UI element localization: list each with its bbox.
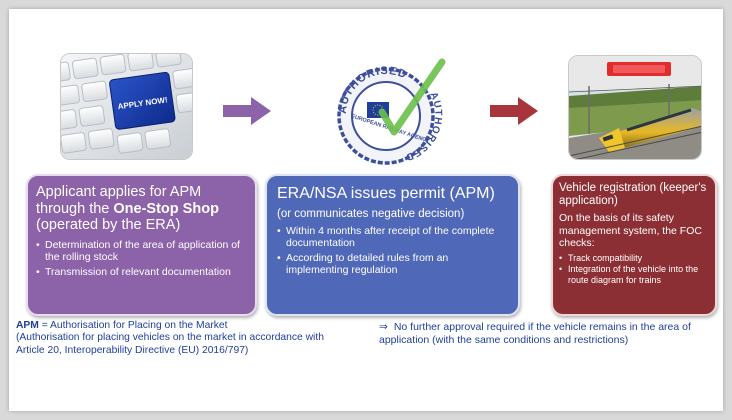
arrow-right-icon — [490, 97, 538, 125]
permit-step-bullets: Within 4 months after receipt of the com… — [277, 225, 513, 277]
apm-detail: (Authorisation for placing vehicles on t… — [16, 332, 324, 356]
checkmark-icon — [378, 58, 446, 136]
applicant-step-title: Applicant applies for APM through the On… — [36, 184, 219, 233]
registration-step-text: On the basis of its safety management sy… — [559, 212, 702, 249]
no-further-approval-note: ⇒No further approval required if the veh… — [379, 321, 719, 347]
registration-step-box: Vehicle registration (keeper's applicati… — [551, 174, 717, 316]
list-item: Integration of the vehicle into the rout… — [559, 264, 711, 285]
train-image — [568, 55, 702, 160]
keyboard-image: APPLY NOW! — [60, 53, 193, 160]
registration-step-title: Vehicle registration (keeper's applicati… — [559, 182, 707, 207]
authorised-stamp-image: AUTHORISED AUTHORISED EUROPEAN RAILWAY A… — [330, 54, 448, 166]
permit-step-subtitle: (or communicates negative decision) — [277, 208, 465, 220]
list-item: Determination of the area of application… — [36, 239, 250, 264]
list-item: Within 4 months after receipt of the com… — [277, 225, 513, 250]
arrow-right-icon — [223, 97, 271, 125]
slide: APPLY NOW! AUTHORISED AUTHORISED EUROPEA… — [9, 9, 723, 411]
implies-arrow-icon: ⇒ — [379, 321, 388, 333]
applicant-step-bullets: Determination of the area of application… — [36, 239, 250, 279]
one-stop-shop-label: One-Stop Shop — [113, 200, 219, 217]
apm-definition-footnote: APM = Authorisation for Placing on the M… — [16, 320, 346, 357]
apm-term: APM — [16, 320, 39, 331]
list-item: Transmission of relevant documentation — [36, 266, 250, 279]
apm-definition: = Authorisation for Placing on the Marke… — [38, 320, 228, 331]
list-item: According to detailed rules from an impl… — [277, 252, 513, 277]
permit-step-title: ERA/NSA issues permit (APM) — [277, 185, 495, 202]
list-item: Track compatibility — [559, 253, 711, 264]
applicant-step-box: Applicant applies for APM through the On… — [26, 174, 257, 316]
registration-step-bullets: Track compatibility Integration of the v… — [559, 253, 711, 286]
no-further-approval-text: No further approval required if the vehi… — [379, 321, 691, 346]
permit-step-box: ERA/NSA issues permit (APM) (or communic… — [265, 174, 520, 316]
